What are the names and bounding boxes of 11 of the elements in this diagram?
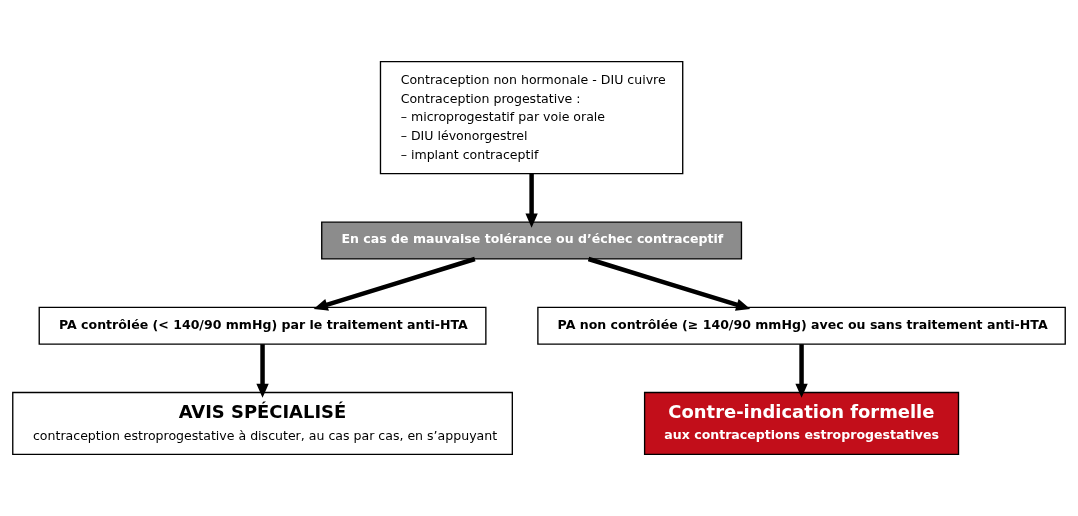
arrow — [795, 344, 808, 398]
node-box: Contraception non hormonale - DIU cuivre Contraception progestative : – microprogestatif par voie orale – DIU lévonorgestrel – implant contraceptif — [379, 60, 684, 175]
node-box: En cas de mauvaise tolérance ou d’échec contraceptif — [321, 221, 743, 260]
node-box: PA non contrôlée (≥ 140/90 mmHg) avec ou sans traitement anti-HTA — [537, 306, 1066, 345]
node-box: PA contrôlée (< 140/90 mmHg) par le traitement anti-HTA — [38, 306, 487, 345]
node-box: Contre-indication formelle aux contraceptions estroprogestatives — [643, 391, 960, 456]
arrow — [256, 344, 269, 398]
arrow — [525, 173, 538, 228]
arrow — [587, 256, 751, 311]
node-box: AVIS SPÉCIALISÉ contraception estroprogestative à discuter, au cas par cas, en s’appuyant — [12, 391, 513, 456]
arrow — [313, 256, 476, 311]
